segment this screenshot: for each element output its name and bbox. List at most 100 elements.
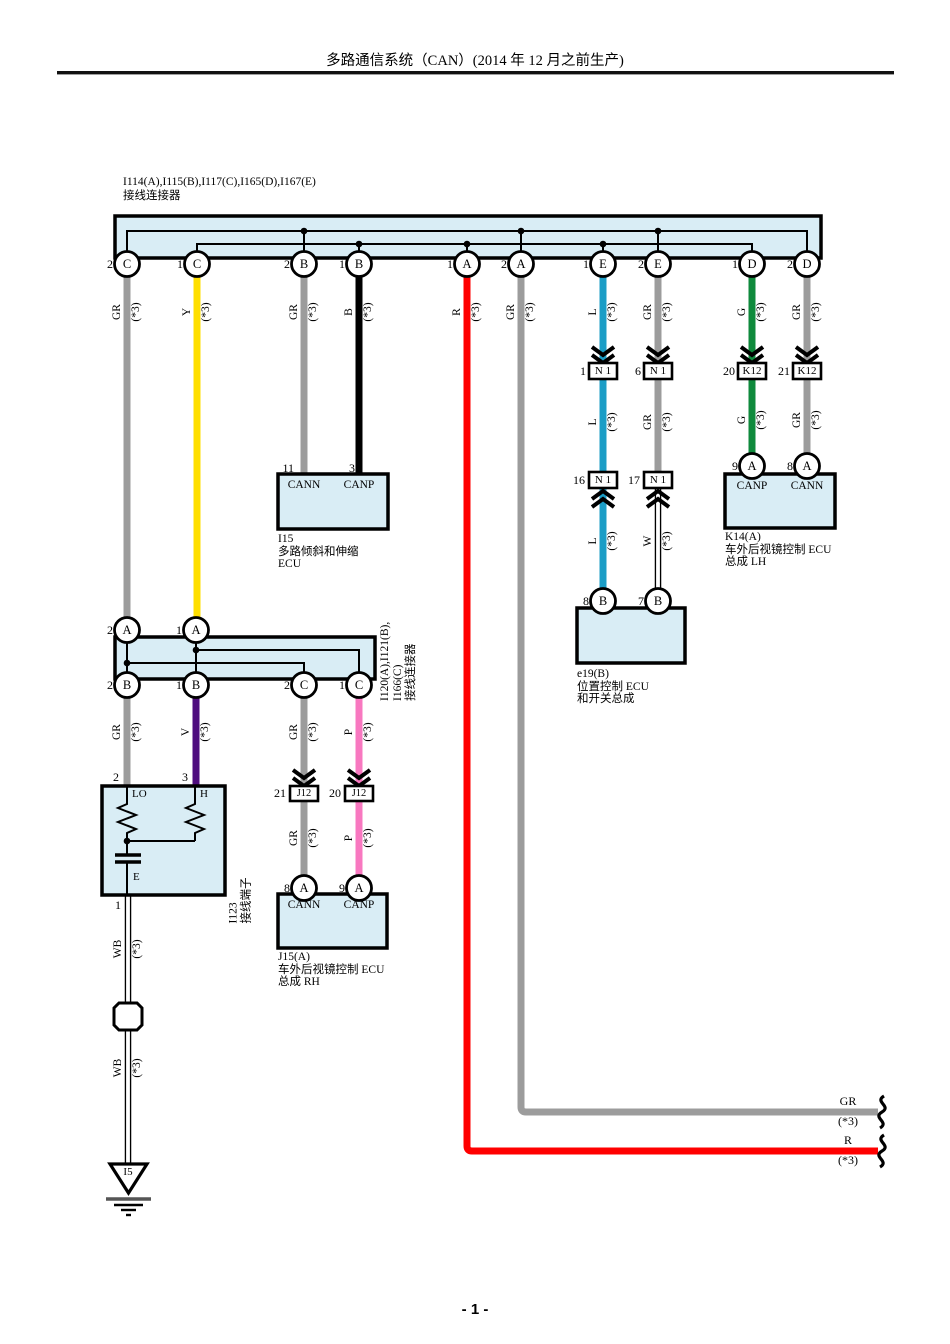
pin-number: 1 — [115, 898, 121, 912]
ecu-name: e19(B) — [577, 668, 609, 680]
pin-number: 2 — [284, 257, 290, 271]
wires — [123, 272, 878, 1165]
wire-note-label: (*3) — [755, 410, 767, 430]
connector-box-label: K12 — [742, 364, 762, 377]
wire-code-label: W — [642, 535, 654, 547]
pin-number: 2 — [107, 678, 113, 692]
terminator-name-label: I123 接线端子 — [228, 852, 255, 924]
pin-letter: A — [299, 881, 309, 895]
pin-letter: B — [354, 257, 364, 271]
ecu-desc: 和开关总成 — [577, 693, 635, 705]
pass-through-connector-boxes — [288, 361, 823, 803]
connector-box-label: K12 — [797, 364, 817, 377]
pin-letter: B — [191, 678, 201, 692]
pin-letter: C — [122, 257, 132, 271]
pin-number: 3 — [182, 770, 188, 784]
ground-id-label: I5 — [123, 1166, 133, 1178]
wire-code-label: B — [343, 308, 355, 316]
wire-code-label: GR — [288, 830, 300, 846]
ecu-pin-label: CANP — [736, 480, 768, 492]
connector-pin-number: 20 — [329, 786, 341, 800]
pin-letter: B — [122, 678, 132, 692]
wire-note-label: (*3) — [307, 302, 319, 322]
pin-letter: B — [653, 594, 663, 608]
wire-code-label: Y — [181, 307, 193, 317]
ecu-desc: ECU — [278, 558, 301, 570]
wire-note-label: (*3) — [131, 1058, 143, 1078]
j15-ecu-box — [276, 892, 389, 950]
wire-break-icon-r — [877, 1133, 887, 1169]
pin-number: 2 — [501, 257, 507, 271]
terminator-name: I123 — [227, 902, 240, 924]
pin-letter: A — [747, 459, 757, 473]
connector-pin-number: 21 — [274, 786, 286, 800]
ecu-pin-label: CANN — [287, 479, 321, 491]
wire-r-1a — [463, 272, 878, 1155]
pin-number: 2 — [107, 257, 113, 271]
pin-letter: A — [191, 623, 201, 637]
pin-letter: C — [354, 678, 364, 692]
pin-letter: A — [516, 257, 526, 271]
wire-break-icon-gr — [877, 1094, 887, 1130]
terminator-resistor-capacitor-circuit — [115, 786, 207, 895]
pin-letter: E — [599, 257, 607, 271]
wire-note-label: (*3) — [606, 302, 618, 322]
wire-note-label: (*3) — [755, 302, 767, 322]
second-bar-label-line2: I166(C) — [392, 664, 404, 701]
pin-letter: A — [462, 257, 472, 271]
pin-letter: B — [299, 257, 309, 271]
wire-note-label: (*3) — [661, 531, 673, 551]
second-bar-label-line3: 接线连接器 — [405, 643, 417, 702]
wire-note-label: (*3) — [130, 302, 142, 322]
wire-code-label: GR — [642, 414, 654, 430]
top-bus-junction-dots — [300, 227, 662, 248]
pin-letter: E — [654, 257, 662, 271]
connector-box-label: N 1 — [649, 364, 667, 377]
second-bar-junction-dots — [123, 646, 200, 667]
terminator-h-label: H — [200, 788, 208, 800]
top-bar-label-1: I114(A),I115(B),I117(C),I165(D),I167(E) — [123, 176, 316, 188]
pin-number: 8 — [787, 459, 793, 473]
ecu-desc: 车外后视镜控制 ECU — [725, 544, 832, 556]
connector-box-label: N 1 — [594, 364, 612, 377]
ecu-desc: 车外后视镜控制 ECU — [278, 964, 385, 976]
wire-code-label: R — [451, 308, 463, 316]
pin-number: 2 — [638, 257, 644, 271]
wire-code-label: L — [587, 308, 599, 316]
pin-number: 11 — [282, 461, 294, 475]
wire-note-label: (*3) — [362, 722, 374, 742]
wire-code-label: L — [587, 537, 599, 545]
wire-note-label: (*3) — [200, 302, 212, 322]
ground-triangle-icon — [107, 1162, 150, 1196]
second-bar-label-line1: I120(A),I121(B), — [379, 621, 391, 701]
wire-code-label: G — [736, 307, 748, 317]
pin-number: 2 — [107, 623, 113, 637]
wire-code-label: GR — [791, 304, 803, 320]
pin-letter: D — [747, 257, 757, 271]
ecu-pin-label: CANN — [287, 899, 321, 911]
connector-box-label: N 1 — [649, 473, 667, 486]
pin-number: 3 — [349, 461, 355, 475]
wire-code-label: L — [587, 418, 599, 426]
i15-ecu-box — [276, 472, 390, 531]
wire-note-label: (*3) — [470, 302, 482, 322]
pin-number: 1 — [177, 257, 183, 271]
top-bar-label-2: 接线连接器 — [123, 190, 181, 202]
pin-letter: B — [598, 594, 608, 608]
wire-note-label: (*3) — [199, 722, 211, 742]
wire-note-label: (*3) — [307, 828, 319, 848]
wire-code-label: WB — [112, 1058, 124, 1078]
pin-number: 1 — [339, 257, 345, 271]
ecu-name: K14(A) — [725, 531, 761, 543]
terminator-e-label: E — [133, 871, 140, 883]
ecu-name: J15(A) — [278, 951, 310, 963]
wire-note-label: (*3) — [130, 722, 142, 742]
k14-ecu-box — [723, 472, 837, 530]
wire-note-label: (*3) — [606, 531, 618, 551]
connector-pin-number: 16 — [573, 473, 585, 487]
ecu-desc: 位置控制 ECU — [577, 681, 649, 693]
connector-pin-number: 6 — [635, 364, 641, 378]
ground-symbol-icon — [106, 1197, 151, 1217]
